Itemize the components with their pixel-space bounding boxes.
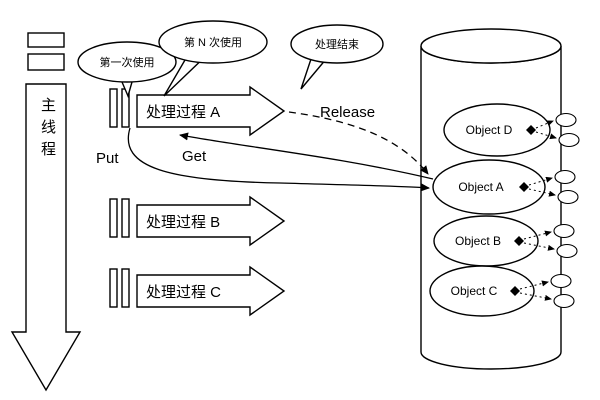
reference-diamond-icon xyxy=(510,286,520,296)
pool-object-a: Object A xyxy=(432,159,579,215)
thread-bars-icon xyxy=(109,198,118,238)
pool-object-b-label: Object B xyxy=(455,234,501,248)
pool-object-d-label: Object D xyxy=(466,123,513,137)
reference-diamond-icon xyxy=(519,182,529,192)
reference-link xyxy=(535,120,554,129)
satellite-ellipse xyxy=(554,169,576,185)
callout-bubble xyxy=(290,24,384,64)
satellite-ellipse xyxy=(550,273,572,289)
main-thread-shape xyxy=(10,32,82,392)
satellite-ellipse xyxy=(557,189,579,205)
main-thread-label: 主线程 xyxy=(39,97,56,163)
process-row-b: 处理过程 B xyxy=(109,195,286,247)
callout-first-use-label: 第一次使用 xyxy=(100,55,155,69)
thread-top-bar-1 xyxy=(27,32,65,48)
process-row-c: 处理过程 C xyxy=(109,265,286,317)
get-connector xyxy=(179,132,434,180)
pool-object-b: Object B xyxy=(433,215,578,267)
thread-bars-icon xyxy=(109,88,118,128)
reference-link xyxy=(528,176,553,186)
reference-link xyxy=(523,242,555,251)
satellite-ellipse xyxy=(558,132,580,148)
process-arrow-c xyxy=(136,265,286,317)
satellite-ellipse xyxy=(556,243,578,259)
thread-bars-icon xyxy=(109,268,118,308)
reference-link xyxy=(535,131,557,140)
callout-bubble xyxy=(158,20,268,64)
satellite-ellipse xyxy=(555,112,577,128)
pool-object-c-label: Object C xyxy=(451,284,498,298)
release-connector xyxy=(288,111,429,175)
callout-bubble xyxy=(77,41,177,83)
cylinder-top xyxy=(420,28,562,64)
process-arrow-b xyxy=(136,195,286,247)
thread-bars-icon xyxy=(121,198,130,238)
callout-process-end: 处理结束 xyxy=(290,24,384,90)
reference-link xyxy=(519,292,552,301)
object-ellipse xyxy=(429,265,535,317)
put-label: Put xyxy=(96,150,119,167)
process-arrow-a xyxy=(136,85,286,137)
pool-object-a-label: Object A xyxy=(458,180,503,194)
reference-diamond-icon xyxy=(526,125,536,135)
callout-nth-use: 第 N 次使用 xyxy=(158,20,268,97)
object-ellipse xyxy=(443,103,551,157)
satellite-ellipse xyxy=(553,223,575,239)
put-connector xyxy=(127,127,430,192)
callout-first-use: 第一次使用 xyxy=(77,41,177,99)
get-label: Get xyxy=(182,148,207,165)
thread-bars-icon xyxy=(121,268,130,308)
pool-object-c: Object C xyxy=(429,265,575,317)
callout-process-end-label: 处理结束 xyxy=(315,38,359,51)
process-a-label: 处理过程 A xyxy=(146,104,220,121)
thread-top-bar-2 xyxy=(27,53,65,71)
callout-nth-use-label: 第 N 次使用 xyxy=(184,35,242,49)
process-b-label: 处理过程 B xyxy=(146,214,220,231)
object-ellipse xyxy=(432,159,546,215)
reference-diamond-icon xyxy=(514,236,524,246)
release-label: Release xyxy=(320,104,375,121)
main-thread-down-arrow xyxy=(10,83,82,392)
process-c-label: 处理过程 C xyxy=(146,284,221,301)
process-row-a: 处理过程 A xyxy=(109,85,286,137)
pool-object-d: Object D xyxy=(443,103,580,157)
satellite-ellipse xyxy=(553,293,575,309)
